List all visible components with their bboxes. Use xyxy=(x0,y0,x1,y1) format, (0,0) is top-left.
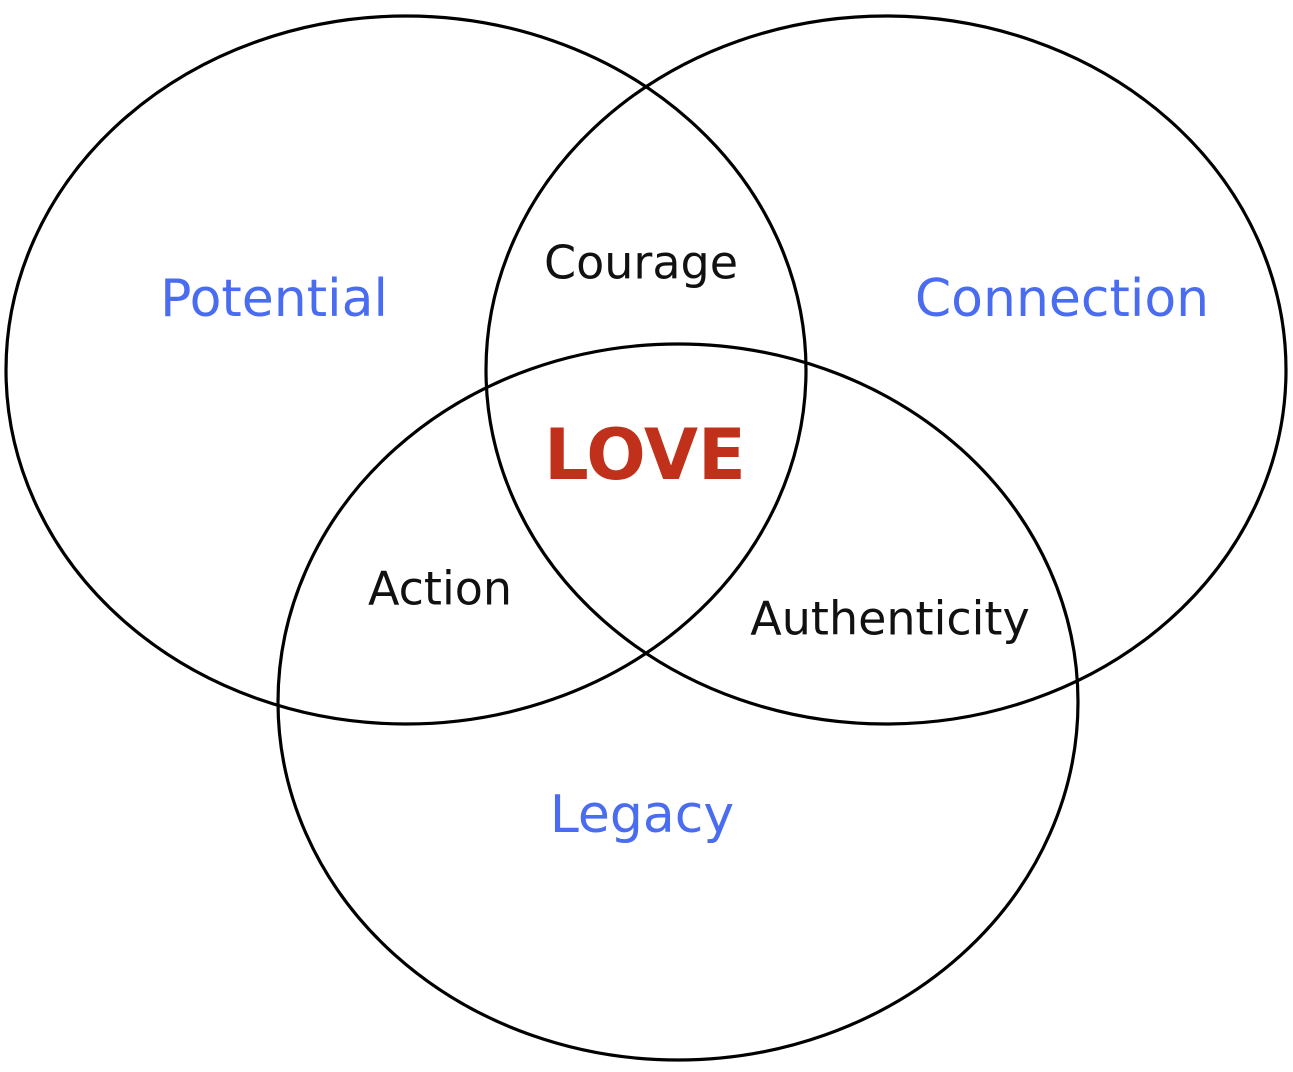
label-potential: Potential xyxy=(160,269,388,329)
label-courage: Courage xyxy=(544,236,738,290)
label-legacy: Legacy xyxy=(550,785,734,845)
label-action: Action xyxy=(368,562,512,616)
circle-legacy xyxy=(276,342,1080,1062)
label-connection: Connection xyxy=(915,269,1209,329)
circle-connection xyxy=(484,14,1288,726)
label-authenticity: Authenticity xyxy=(750,592,1029,646)
circle-potential xyxy=(4,14,808,726)
label-love: LOVE xyxy=(544,414,746,496)
